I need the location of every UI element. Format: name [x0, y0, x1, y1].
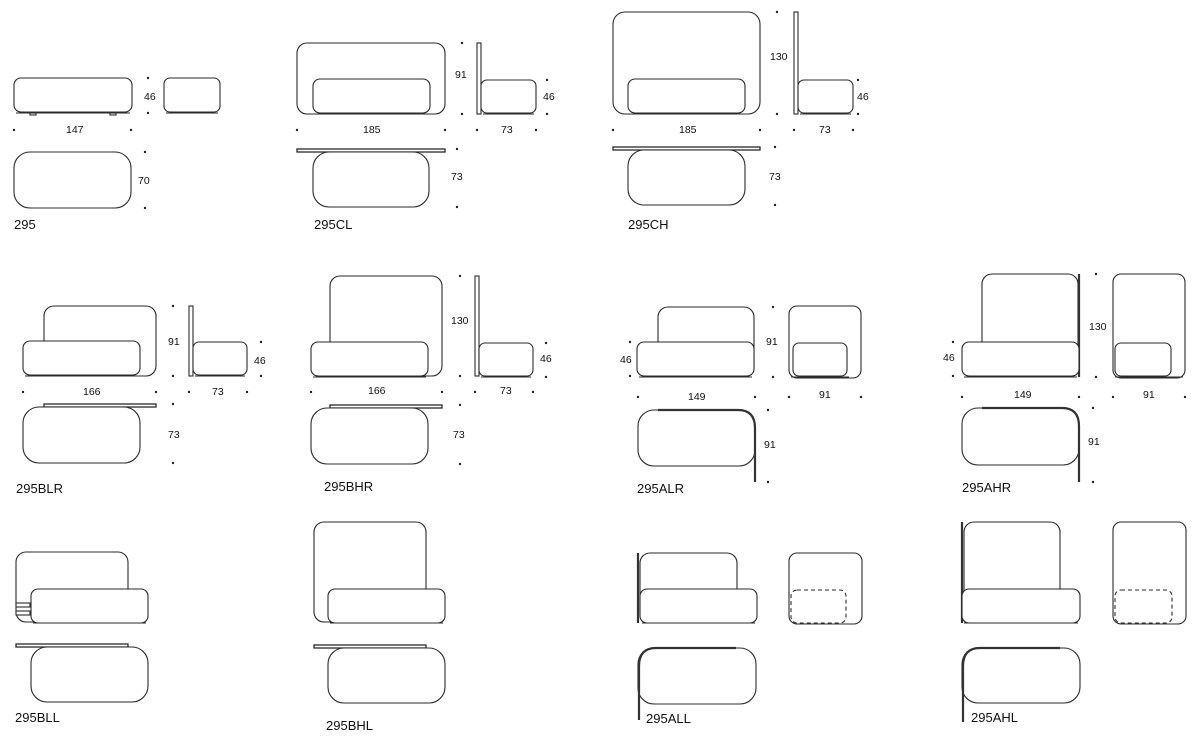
dimension-label: 46 [857, 91, 869, 103]
dimension-label: 185 [679, 124, 697, 136]
dimension-label: 91 [1088, 436, 1100, 448]
side-view [1112, 273, 1186, 379]
model-295BLR: 91 46 166 73 73 295BLR [16, 304, 266, 496]
front-view [13, 77, 133, 116]
dimension-label: 91 [766, 336, 778, 348]
front-view [15, 551, 149, 624]
front-view [636, 306, 755, 378]
front-view [313, 521, 446, 624]
dimension-label: 91 [819, 389, 831, 401]
model-code: 295AHR [962, 480, 1011, 495]
plan-view [313, 644, 446, 704]
dimension-label: 46 [144, 91, 156, 103]
side-view [793, 11, 854, 115]
dimension-label: 185 [363, 124, 381, 136]
dimension-label: 149 [1014, 389, 1032, 401]
dimension-label: 166 [83, 386, 101, 398]
model-295AHR: 46 130 149 91 91 295AHR [943, 272, 1187, 495]
side-view [1112, 521, 1187, 625]
dimension-label: 46 [620, 354, 632, 366]
dimension-label: 91 [455, 69, 467, 81]
dimension-label: 91 [1143, 389, 1155, 401]
model-295BHR: 130 46 166 73 73 295BHR [309, 274, 552, 494]
model-295ALR: 46 91 149 91 91 295ALR [620, 305, 863, 496]
model-295: 46 147 70 295 [12, 76, 221, 232]
model-code: 295ALR [637, 481, 684, 496]
model-code: 295CH [628, 217, 668, 232]
dimension-label: 91 [168, 336, 180, 348]
dimension-label: 73 [168, 429, 180, 441]
model-code: 295BLL [15, 710, 60, 725]
dimension-label: 73 [451, 171, 463, 183]
plan-view [310, 404, 443, 465]
dimension-label: 70 [138, 175, 150, 187]
front-view [612, 11, 761, 115]
plan-view [296, 148, 446, 208]
model-295CH: 130 46 185 73 73 295CH [611, 10, 869, 232]
dimension-label: 46 [254, 355, 266, 367]
plan-view [15, 643, 149, 703]
plan-view [961, 406, 1081, 482]
dimension-label: 166 [368, 385, 386, 397]
front-view [296, 42, 446, 115]
plan-view [637, 408, 757, 482]
front-view [310, 275, 443, 378]
model-code: 295BHR [324, 479, 373, 494]
model-295AHL: 295AHL [960, 521, 1187, 725]
side-view [188, 305, 248, 377]
model-code: 295BHL [326, 718, 373, 733]
front-view [960, 521, 1081, 624]
model-295BHL: 295BHL [313, 521, 446, 733]
side-view [788, 552, 863, 625]
plan-view [637, 646, 757, 720]
model-code: 295 [14, 217, 36, 232]
dimension-label: 73 [769, 171, 781, 183]
model-code: 295AHL [971, 710, 1018, 725]
model-code: 295ALL [646, 711, 691, 726]
dimension-label: 46 [943, 352, 955, 364]
dimension-label: 46 [540, 353, 552, 365]
model-295ALL: 295ALL [636, 552, 863, 726]
model-295CL: 91 46 185 73 73 295CL [295, 41, 555, 232]
dimension-label: 73 [501, 124, 513, 136]
side-view [163, 77, 221, 114]
side-view [476, 42, 537, 115]
dimension-label: 73 [819, 124, 831, 136]
model-295BLL: 295BLL [15, 551, 149, 725]
plan-view [13, 151, 132, 209]
plan-view [612, 146, 761, 206]
dimension-label: 147 [66, 124, 84, 136]
dimension-label: 46 [543, 91, 555, 103]
dimension-label: 130 [1089, 321, 1107, 333]
dimension-label: 149 [688, 391, 706, 403]
dimension-label: 130 [770, 51, 788, 63]
dimension-label: 91 [764, 439, 776, 451]
dimension-label: 73 [453, 429, 465, 441]
plan-view [961, 646, 1081, 722]
dimension-label: 130 [451, 315, 469, 327]
model-code: 295CL [314, 217, 352, 232]
plan-view [22, 403, 157, 464]
dimension-label: 73 [212, 386, 224, 398]
front-view [961, 273, 1081, 378]
side-view [474, 275, 534, 378]
front-view [22, 305, 157, 377]
dimension-label: 73 [500, 385, 512, 397]
front-view [636, 552, 758, 624]
side-view [788, 305, 862, 379]
model-code: 295BLR [16, 481, 63, 496]
